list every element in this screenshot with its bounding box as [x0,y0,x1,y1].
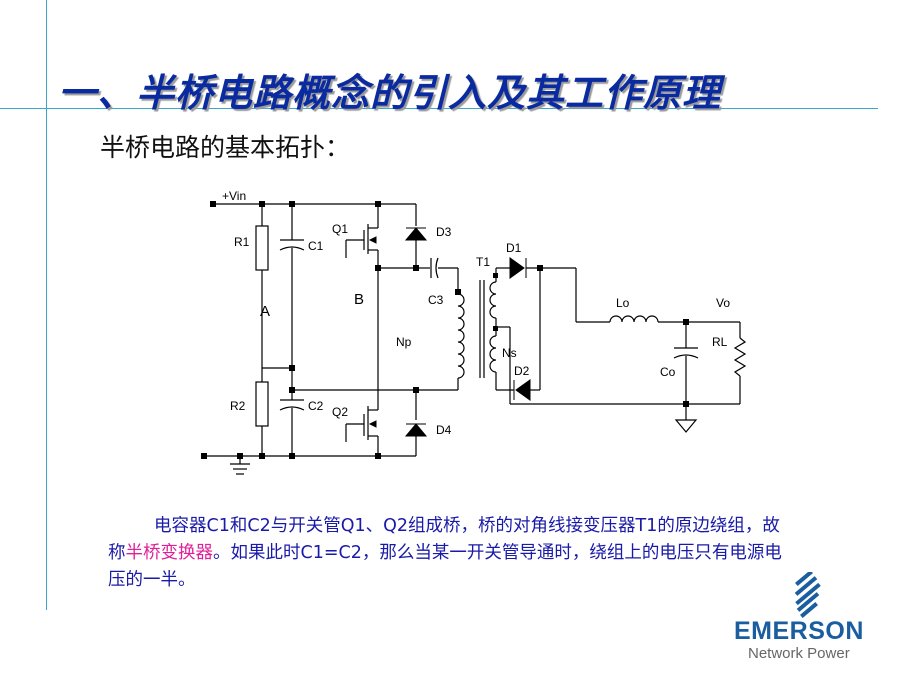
description-paragraph: 电容器C1和C2与开关管Q1、Q2组成桥，桥的对角线接变压器T1的原边绕组，故称… [108,513,788,594]
vin-label: +Vin [222,189,246,203]
d3-label: D3 [436,225,452,239]
slide-subtitle: 半桥电路的基本拓扑： [100,133,351,162]
lo-label: Lo [616,296,630,310]
co-label: Co [660,365,676,379]
c1-label: C1 [308,239,324,253]
title-rule [0,108,878,109]
d2-label: D2 [514,364,530,378]
q2-label: Q2 [332,405,348,419]
slide-title: 一、半桥电路概念的引入及其工作原理 [58,71,722,115]
emerson-logo-mark [794,572,821,618]
node-b-label: B [354,291,364,308]
c2-label: C2 [308,399,324,413]
r1-label: R1 [234,235,250,249]
left-rule [46,0,47,610]
np-label: Np [396,335,412,349]
t1-label: T1 [476,255,490,269]
rl-label: RL [712,335,728,349]
emerson-logo-text: EMERSON [734,617,864,645]
ns-label: Ns [502,346,517,360]
description-text-1: 电容器C1和C2与开关管Q1、Q2组成桥，桥的对角线接变压器T1的原边绕组，故称 [108,516,780,563]
vo-label: Vo [716,296,730,310]
description-text-2: 。如果此时C1=C2，那么当某一开关管导通时，绕组上的电压只有电源电压的一半。 [108,543,782,590]
d1-label: D1 [506,241,522,255]
r2-label: R2 [230,399,246,413]
description-highlight: 半桥变换器 [125,543,214,563]
node-a-label: A [260,303,270,320]
half-bridge-circuit-diagram: +Vin R1 R2 C1 C2 Q1 Q2 D3 D4 C3 T1 D1 D2… [201,189,747,475]
c3-label: C3 [428,293,444,307]
network-power-text: Network Power [748,645,850,662]
q1-label: Q1 [332,222,348,236]
d4-label: D4 [436,423,452,437]
